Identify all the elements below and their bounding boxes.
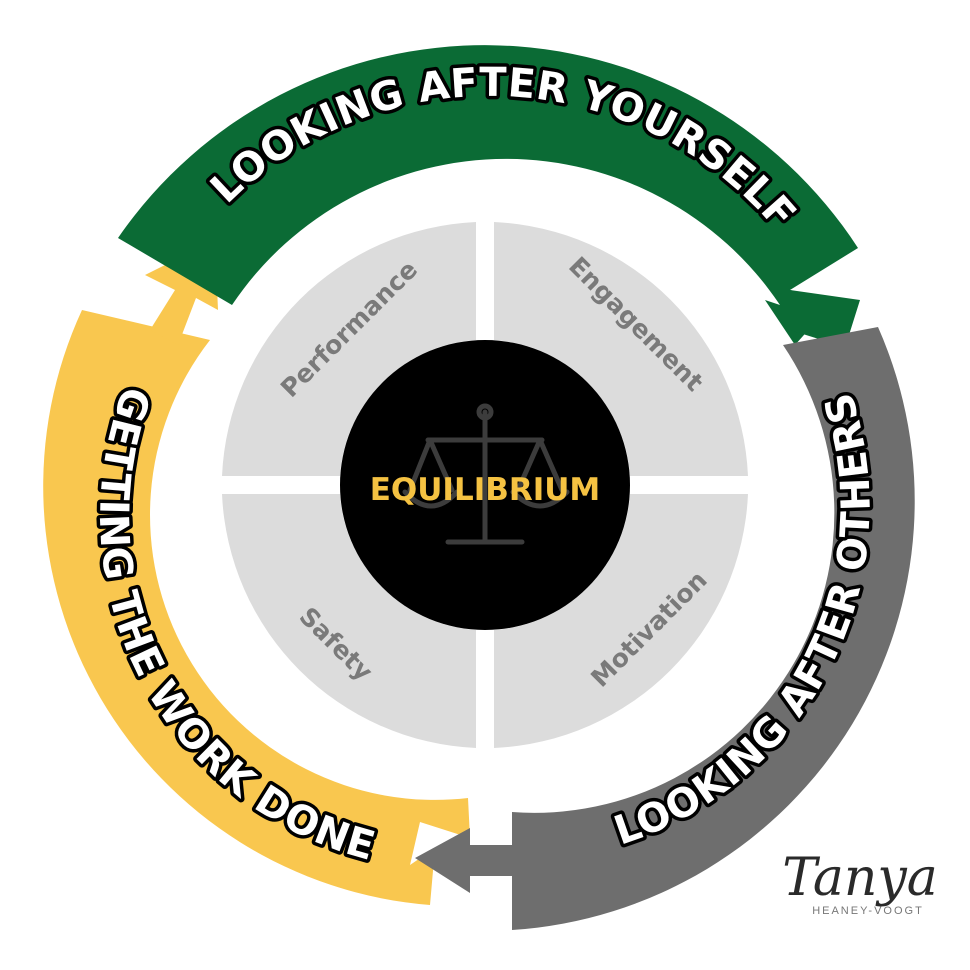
signature-logo: Tanya HEANEY-VOOGT [782,848,938,917]
signature-name: Tanya [782,848,938,908]
quadrant-safety [222,494,476,748]
balance-scale-icon [402,403,570,545]
quadrant-engagement [494,222,748,476]
ring-segment-work [43,310,470,905]
signature-subtitle: HEANEY-VOOGT [812,905,924,917]
ring-segment-yourself [118,45,858,346]
center-label: EQUILIBRIUM [370,472,601,508]
ring-segment-others [512,327,915,930]
quadrant-motivation [494,494,748,748]
quadrant-performance [222,222,476,476]
ring-arrow-others [415,828,512,893]
